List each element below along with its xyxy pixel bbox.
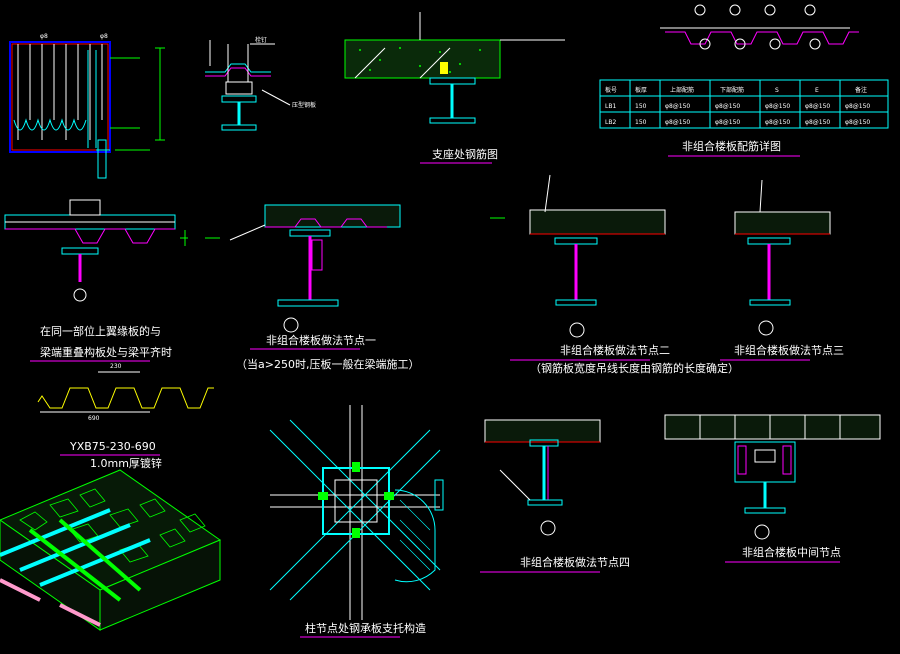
table-header-2: 上部配筋	[670, 86, 694, 94]
svg-text:φ8: φ8	[40, 33, 48, 40]
rebar-detail-title: 非组合楼板配筋详图	[682, 139, 781, 153]
table-header-3: 下部配筋	[720, 86, 744, 94]
node-one-caption: 非组合楼板做法节点一	[266, 333, 376, 347]
table-cell: φ8@150	[665, 103, 690, 110]
node-four-caption: 非组合楼板做法节点四	[520, 555, 630, 569]
node-one-detail: 非组合楼板做法节点一 （当a>250时,压板一般在梁端施工）	[205, 204, 419, 371]
table-cell: φ8@150	[805, 103, 830, 110]
table-cell: φ8@150	[665, 119, 690, 126]
column-node-detail: 柱节点处钢承板支托构造	[269, 405, 444, 638]
column-node-caption: 柱节点处钢承板支托构造	[305, 621, 426, 635]
table-cell: φ8@150	[765, 103, 790, 110]
table-header-4: S	[775, 87, 779, 94]
caption-support: 支座处钢筋图	[432, 147, 498, 161]
isometric-slab	[0, 469, 222, 631]
table-cell: LB2	[605, 119, 616, 126]
node-left-caption-2: 梁端重叠构板处与梁平齐时	[40, 345, 172, 359]
rebar-schedule: 板号 板厚 上部配筋 下部配筋 S E 备注 LB1 150 φ8@150 φ8…	[599, 4, 889, 157]
node-four-detail: 非组合楼板做法节点四	[480, 419, 630, 573]
svg-text:栓钉: 栓钉	[255, 36, 267, 44]
node-three-detail: 非组合楼板做法节点三	[720, 179, 844, 361]
table-cell: φ8@150	[715, 119, 740, 126]
mid-node-caption: 非组合楼板中间节点	[742, 545, 841, 559]
table-cell: LB1	[605, 103, 616, 110]
table-cell: φ8@150	[715, 103, 740, 110]
table-cell: φ8@150	[845, 103, 870, 110]
deck-elevation-detail: φ8 φ8	[9, 33, 165, 179]
svg-text:φ8: φ8	[100, 33, 108, 40]
table-cell: φ8@150	[805, 119, 830, 126]
node-left-caption-1: 在同一部位上翼缘板的与	[40, 324, 161, 338]
support-rebar-detail: 支座处钢筋图	[344, 12, 565, 164]
table-header-0: 板号	[605, 86, 617, 94]
node-two-caption: 非组合楼板做法节点二	[560, 343, 670, 357]
profile-pitch: 230	[110, 363, 122, 370]
deck-profile: 230 690 YXB75-230-690 1.0mm厚镀锌	[37, 363, 214, 470]
profile-width: 690	[88, 415, 100, 422]
node-left-detail: 在同一部位上翼缘板的与 梁端重叠构板处与梁平齐时	[4, 199, 188, 362]
table-cell: φ8@150	[765, 119, 790, 126]
node-one-note: （当a>250时,压板一般在梁端施工）	[236, 357, 419, 371]
profile-code: YXB75-230-690	[69, 440, 156, 453]
node-two-detail: 非组合楼板做法节点二 （钢筋板宽度吊线长度由钢筋的长度确定）	[490, 174, 739, 375]
table-cell: φ8@150	[845, 119, 870, 126]
table-header-6: 备注	[855, 86, 867, 94]
profile-sub: 1.0mm厚镀锌	[90, 456, 162, 470]
stud-connector-detail: 栓钉 压型钢板	[205, 36, 316, 131]
svg-text:压型钢板: 压型钢板	[292, 101, 316, 109]
table-cell: 150	[635, 103, 647, 110]
node-three-caption: 非组合楼板做法节点三	[734, 343, 844, 357]
mid-node-detail: 非组合楼板中间节点	[664, 414, 881, 563]
node-two-note: （钢筋板宽度吊线长度由钢筋的长度确定）	[530, 361, 739, 375]
table-cell: 150	[635, 119, 647, 126]
table-header-5: E	[815, 87, 819, 94]
table-header-1: 板厚	[635, 86, 647, 94]
